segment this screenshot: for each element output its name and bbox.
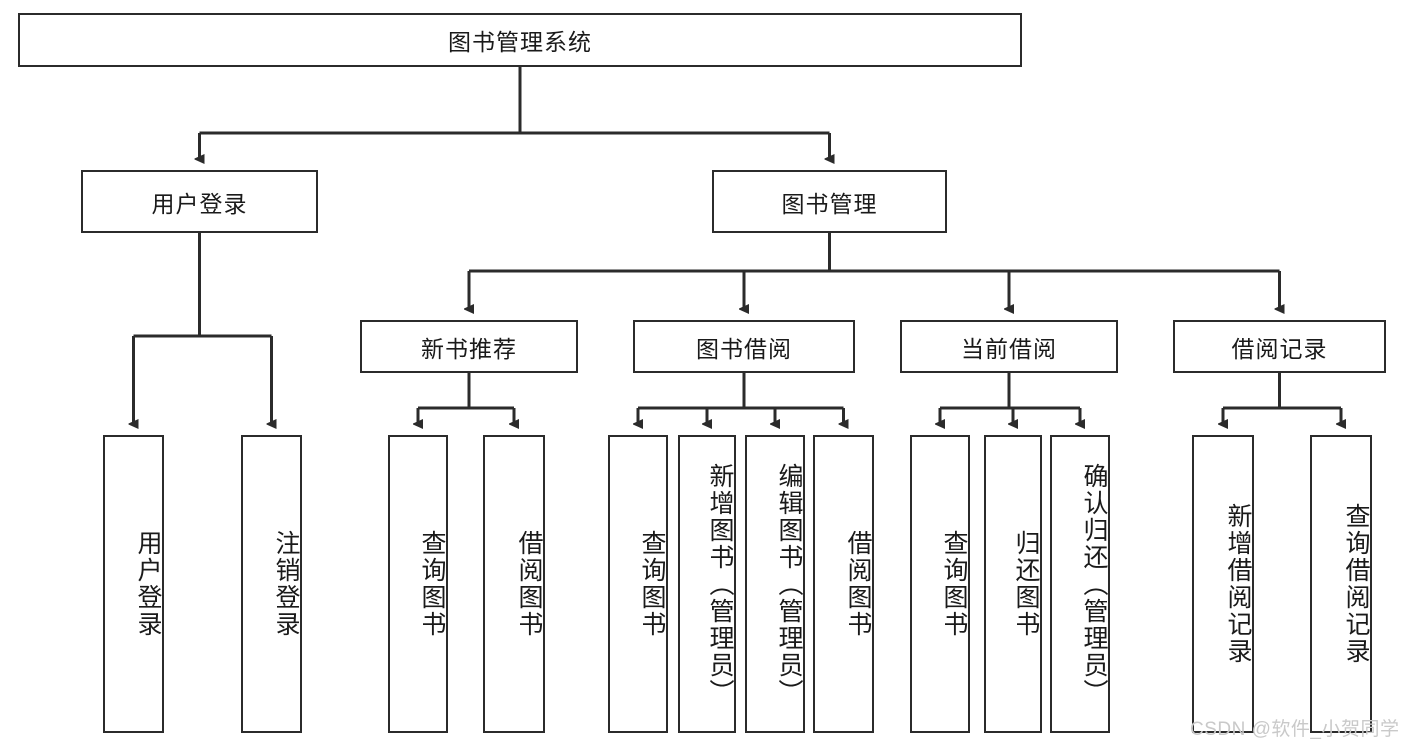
node-label: 当前借阅 [961,335,1057,362]
node-leaf4[interactable]: 借阅图书 [483,435,545,733]
node-label: 查询图书 [638,530,666,638]
node-label: 用户登录 [151,190,248,217]
node-label: 编辑图书（管理员） [775,462,803,706]
node-l3a[interactable]: 新书推荐 [360,320,578,373]
node-label: 借阅图书 [515,530,543,638]
node-leaf5[interactable]: 查询图书 [608,435,668,733]
node-leaf6[interactable]: 新增图书（管理员） [678,435,736,733]
node-label: 图书借阅 [696,335,792,362]
node-label: 查询图书 [940,530,968,638]
node-l3c[interactable]: 当前借阅 [900,320,1118,373]
node-label: 归还图书 [1012,530,1040,638]
node-label: 借阅图书 [844,530,872,638]
node-root[interactable]: 图书管理系统 [18,13,1022,67]
node-label: 新增借阅记录 [1224,503,1252,665]
node-leaf12[interactable]: 新增借阅记录 [1192,435,1254,733]
node-l2b[interactable]: 图书管理 [712,170,947,233]
node-leaf1[interactable]: 用户登录 [103,435,164,733]
node-l3b[interactable]: 图书借阅 [633,320,855,373]
node-label: 注销登录 [272,530,300,638]
node-leaf3[interactable]: 查询图书 [388,435,448,733]
node-label: 图书管理 [781,190,878,217]
node-l3d[interactable]: 借阅记录 [1173,320,1386,373]
node-leaf11[interactable]: 确认归还（管理员） [1050,435,1110,733]
node-label: 查询借阅记录 [1342,503,1370,665]
node-label: 用户登录 [134,530,162,638]
node-leaf7[interactable]: 编辑图书（管理员） [745,435,805,733]
node-label: 新书推荐 [421,335,517,362]
node-label: 图书管理系统 [448,29,592,55]
node-label: 借阅记录 [1231,335,1328,362]
node-l2a[interactable]: 用户登录 [81,170,318,233]
node-leaf8[interactable]: 借阅图书 [813,435,874,733]
node-leaf2[interactable]: 注销登录 [241,435,302,733]
node-leaf9[interactable]: 查询图书 [910,435,970,733]
node-label: 确认归还（管理员） [1080,462,1108,706]
node-leaf10[interactable]: 归还图书 [984,435,1042,733]
node-label: 新增图书（管理员） [706,462,734,706]
node-leaf13[interactable]: 查询借阅记录 [1310,435,1372,733]
node-label: 查询图书 [418,530,446,638]
